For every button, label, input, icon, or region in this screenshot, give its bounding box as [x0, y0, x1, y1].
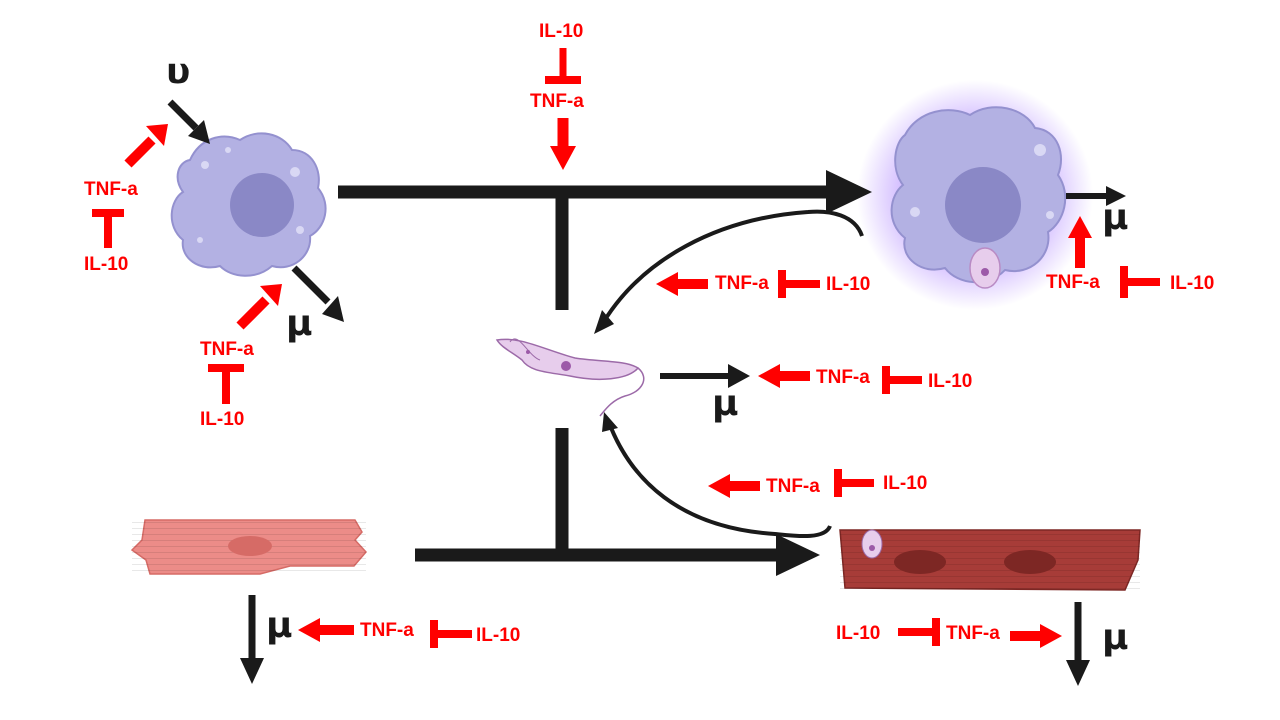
il10-inhibit-mid-upper: [778, 270, 820, 298]
il10-label-mid-lower: IL-10: [883, 473, 928, 494]
mu-infected-cardiomyocyte-symbol: μ: [1102, 617, 1129, 658]
il10-inhibit-mid-lower: [834, 469, 874, 497]
il10-inhibit-left-upper: [92, 209, 124, 248]
mu-infected-macrophage-symbol: μ: [1102, 197, 1129, 238]
tnf-infected-macrophage-death-arrow: [1068, 216, 1092, 268]
tnf-infected-cardiomyocyte-death-arrow: [1010, 624, 1062, 648]
il10-label-bottom-left: IL-10: [476, 625, 521, 646]
cardiomyocyte-infection-arrow: [415, 534, 820, 576]
tnf-release-arrow-upper: [656, 272, 708, 296]
macrophage-death-arrow: [291, 265, 344, 322]
infected-cardiomyocyte-icon: [839, 529, 1141, 591]
tnf-influx-arrow: [124, 124, 168, 168]
tnf-label-mid-lower: TNF-a: [766, 476, 820, 497]
tnf-label-bottom-left: TNF-a: [360, 620, 414, 641]
tnf-label-left-lower: TNF-a: [200, 339, 254, 360]
tnf-label-left-upper: TNF-a: [84, 179, 138, 200]
cardiomyocyte-release-curve: [606, 419, 832, 539]
tnf-label-bottom-right: TNF-a: [946, 623, 1000, 644]
il10-label-mid-upper: IL-10: [826, 274, 871, 295]
trypanosome-parasite-icon: [495, 338, 645, 417]
tnf-cardiomyocyte-death-arrow: [298, 618, 354, 642]
macrophage-release-arrowhead: [594, 310, 614, 334]
il10-inhibit-right-upper: [1120, 266, 1160, 298]
tnf-parasite-death-arrow: [758, 364, 810, 388]
mu-parasite-symbol: μ: [712, 383, 739, 424]
il10-inhibit-left-lower: [208, 364, 244, 404]
il10-label-top: IL-10: [539, 21, 584, 42]
mu-macrophage-symbol: μ: [286, 303, 313, 344]
il10-label-bottom-right: IL-10: [836, 623, 881, 644]
macrophage-influx-arrow: [167, 99, 210, 144]
tnf-label-right-upper: TNF-a: [1046, 272, 1100, 293]
infected-macrophage-death-arrow: [1066, 186, 1126, 206]
il10-inhibit-bottom-left: [430, 620, 472, 648]
macrophage-release-curve: [598, 209, 864, 329]
tnf-label-mid: TNF-a: [816, 367, 870, 388]
macrophage-cell-icon: [170, 132, 327, 277]
tnf-macrophage-death-arrow: [236, 284, 282, 330]
mu-cardiomyocyte-symbol: μ: [266, 605, 293, 646]
il10-inhibit-bottom-right: [898, 618, 940, 646]
il10-inhibit-mid: [882, 366, 922, 394]
tnf-infection-arrow: [550, 118, 576, 170]
cardiomyocyte-icon: [130, 519, 368, 575]
il10-inhibit-top: [545, 48, 581, 84]
il10-label-left-upper: IL-10: [84, 254, 129, 275]
tnf-release-arrow-lower: [708, 474, 760, 498]
tnf-label-top: TNF-a: [530, 91, 584, 112]
macrophage-infection-arrow: [338, 170, 872, 214]
cardiomyocyte-release-arrowhead: [602, 412, 618, 432]
il10-label-left-lower: IL-10: [200, 409, 245, 430]
infected-cardiomyocyte-death-arrow: [1066, 602, 1090, 686]
infected-macrophage-icon: [857, 80, 1093, 310]
cardiomyocyte-death-arrow: [240, 595, 264, 684]
upsilon-influx-symbol: υ: [166, 51, 191, 92]
parasite-death-arrow: [660, 364, 750, 388]
il10-label-right-upper: IL-10: [1170, 273, 1215, 294]
tnf-label-mid-upper: TNF-a: [715, 273, 769, 294]
il10-label-mid: IL-10: [928, 371, 973, 392]
